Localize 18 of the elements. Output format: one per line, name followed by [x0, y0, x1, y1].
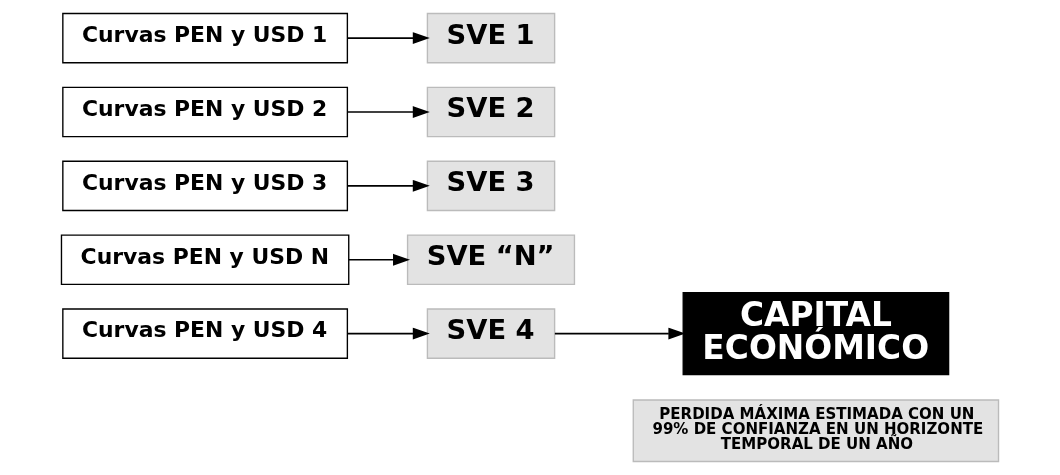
node-box: SVE “N”	[406, 234, 576, 286]
node-box: Curvas PEN y USD N	[60, 234, 350, 286]
node-box: SVE 2	[426, 86, 556, 138]
node-box: SVE 1	[426, 12, 556, 64]
node-box: Curvas PEN y USD 1	[62, 12, 349, 64]
node-box: Curvas PEN y USD 4	[62, 308, 349, 359]
arrow	[346, 32, 430, 45]
arrow	[346, 106, 430, 118]
arrow	[346, 179, 430, 192]
arrow	[348, 253, 410, 266]
node-box: PERDIDA MÁXIMA ESTIMADA CON UN 99% DE CONFIANZA EN UN HORIZONTE TEMPORAL DE UN AÑO	[632, 399, 1000, 463]
arrow	[346, 327, 430, 340]
arrow	[554, 327, 686, 340]
node-box: SVE 4	[426, 308, 556, 359]
node-box: SVE 3	[426, 160, 556, 212]
node-box: Curvas PEN y USD 3	[62, 160, 349, 212]
node-box: CAPITAL ECONÓMICO	[682, 291, 950, 376]
node-box: Curvas PEN y USD 2	[62, 86, 349, 138]
